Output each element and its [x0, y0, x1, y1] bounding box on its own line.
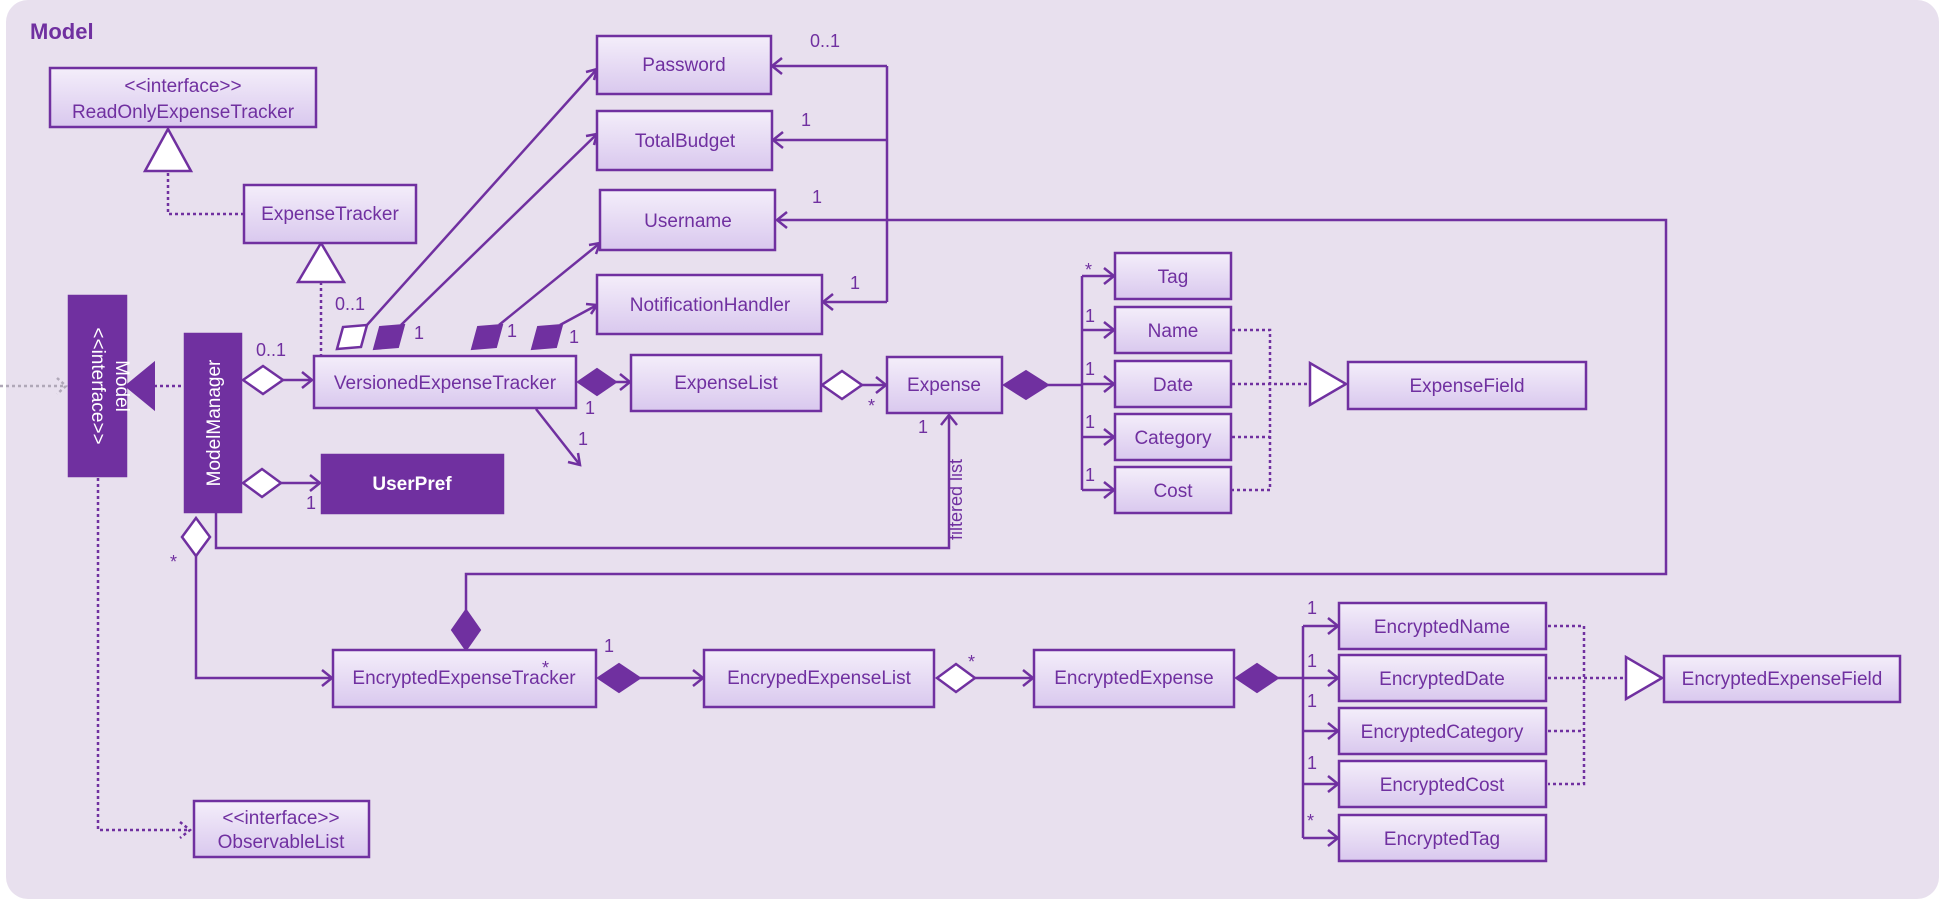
class-name[interactable]: Name [1113, 305, 1233, 355]
class-name: ReadOnlyExpenseTracker [72, 102, 295, 123]
class-model-manager[interactable]: ModelManager [183, 332, 243, 514]
mult-manager-tracker: 0..1 [256, 340, 286, 360]
mult-filtered-expense: 1 [918, 417, 928, 437]
mult-password: 0..1 [810, 31, 840, 51]
class-user-pref[interactable]: UserPref [320, 453, 505, 515]
model-realization-triangle [124, 360, 155, 412]
class-total-budget[interactable]: TotalBudget [595, 109, 774, 172]
mult-cost: 1 [1085, 465, 1095, 485]
mult-username: 1 [812, 187, 822, 207]
class-observable-list[interactable]: <<interface>> ObservableList [192, 799, 371, 859]
class-encrypted-tag[interactable]: EncryptedTag [1337, 813, 1548, 863]
class-model[interactable]: <<interface>> Model [67, 294, 132, 478]
class-expense-field[interactable]: ExpenseField [1346, 360, 1588, 411]
mult-encrypted-tag: * [1307, 811, 1314, 831]
mult-tracker-notification: 1 [569, 327, 579, 347]
class-name: EncryptedExpense [1054, 668, 1214, 689]
class-encrypted-name[interactable]: EncryptedName [1337, 601, 1548, 651]
class-name: EncryptedName [1374, 617, 1510, 638]
mult-manager-encrypted: * [170, 552, 177, 572]
class-name: ExpenseList [674, 373, 778, 394]
class-name: Category [1134, 428, 1212, 449]
class-name: NotificationHandler [630, 295, 791, 316]
class-username[interactable]: Username [598, 188, 777, 252]
class-tag[interactable]: Tag [1113, 251, 1233, 301]
model-package [6, 0, 1939, 899]
class-notification-handler[interactable]: NotificationHandler [595, 273, 824, 336]
class-name: Model [111, 360, 132, 412]
class-name: EncrypedExpenseList [727, 668, 911, 689]
class-name: EncryptedTag [1384, 829, 1500, 850]
mult-encrypted-category: 1 [1307, 691, 1317, 711]
class-encrypted-expense-list[interactable]: EncrypedExpenseList [702, 648, 936, 709]
mult-expense-list-expense: * [868, 396, 875, 416]
mult-tracker-self: 1 [578, 429, 588, 449]
class-name: ObservableList [218, 832, 345, 853]
filtered-list-label: filtered list [946, 459, 966, 540]
class-name: Username [644, 211, 732, 232]
class-name: EncryptedCategory [1361, 722, 1524, 743]
class-encrypted-expense-tracker[interactable]: EncryptedExpenseTracker [331, 648, 598, 709]
class-name: Date [1153, 375, 1193, 396]
class-name: TotalBudget [635, 131, 736, 152]
mult-tracker-expense-list: 1 [585, 398, 595, 418]
mult-tracker-password: 0..1 [335, 294, 365, 314]
class-versioned-expense-tracker[interactable]: VersionedExpenseTracker [312, 354, 578, 410]
class-expense[interactable]: Expense [885, 355, 1004, 415]
class-name: Cost [1153, 481, 1193, 502]
mult-tracker-total-budget: 1 [414, 323, 424, 343]
mult-tracker-username: 1 [507, 321, 517, 341]
class-password[interactable]: Password [595, 34, 773, 96]
class-name: ExpenseTracker [261, 204, 399, 225]
class-category[interactable]: Category [1113, 412, 1233, 462]
class-encrypted-date[interactable]: EncryptedDate [1337, 653, 1548, 703]
mult-total-budget: 1 [801, 110, 811, 130]
multiplicities: 0..1 1 1 1 0..1 1 1 1 0..1 1 1 1 * 1 * 1… [170, 31, 1317, 831]
stereotype: <<interface>> [124, 76, 241, 97]
mult-date: 1 [1085, 359, 1095, 379]
class-encrypted-expense-field[interactable]: EncryptedExpenseField [1662, 654, 1902, 704]
generalization-triangle [295, 240, 347, 284]
connectors [0, 57, 1668, 847]
mult-name: 1 [1085, 306, 1095, 326]
mult-notification-handler: 1 [850, 273, 860, 293]
mult-encrypted-tracker-list: 1 [604, 636, 614, 656]
class-name: EncryptedCost [1380, 775, 1505, 796]
class-encrypted-cost[interactable]: EncryptedCost [1337, 759, 1548, 809]
class-date[interactable]: Date [1113, 359, 1233, 409]
class-name: UserPref [372, 474, 452, 495]
class-expense-tracker[interactable]: ExpenseTracker [242, 183, 418, 245]
class-name: ExpenseField [1409, 376, 1524, 397]
mult-encrypted-list-expense: * [968, 652, 975, 672]
package-title: Model [30, 19, 94, 44]
class-name: Password [642, 55, 725, 76]
class-read-only-expense-tracker[interactable]: <<interface>> ReadOnlyExpenseTracker [48, 66, 318, 129]
mult-encrypted-cost: 1 [1307, 753, 1317, 773]
class-name: Name [1148, 321, 1199, 342]
class-name: EncryptedExpenseField [1682, 669, 1883, 690]
class-name: Expense [907, 375, 981, 396]
expense-field-triangle [1308, 360, 1349, 408]
class-name: EncryptedExpenseTracker [352, 668, 576, 689]
class-encrypted-category[interactable]: EncryptedCategory [1337, 706, 1548, 756]
class-name: VersionedExpenseTracker [334, 373, 557, 394]
class-name: ModelManager [204, 359, 225, 486]
mult-encrypted-tracker-star: * [542, 658, 549, 678]
stereotype: <<interface>> [87, 327, 108, 444]
mult-manager-user-pref: 1 [306, 493, 316, 513]
class-encrypted-expense[interactable]: EncryptedExpense [1032, 648, 1236, 709]
class-cost[interactable]: Cost [1113, 465, 1233, 515]
class-expense-list[interactable]: ExpenseList [629, 353, 823, 413]
mult-tag: * [1085, 260, 1092, 280]
realization-triangle [142, 126, 194, 173]
stereotype: <<interface>> [222, 808, 339, 829]
class-name: EncryptedDate [1379, 669, 1505, 690]
mult-encrypted-date: 1 [1307, 651, 1317, 671]
encrypted-expense-field-triangle [1624, 654, 1665, 702]
class-name: Tag [1158, 267, 1189, 288]
mult-encrypted-name: 1 [1307, 598, 1317, 618]
mult-category: 1 [1085, 412, 1095, 432]
